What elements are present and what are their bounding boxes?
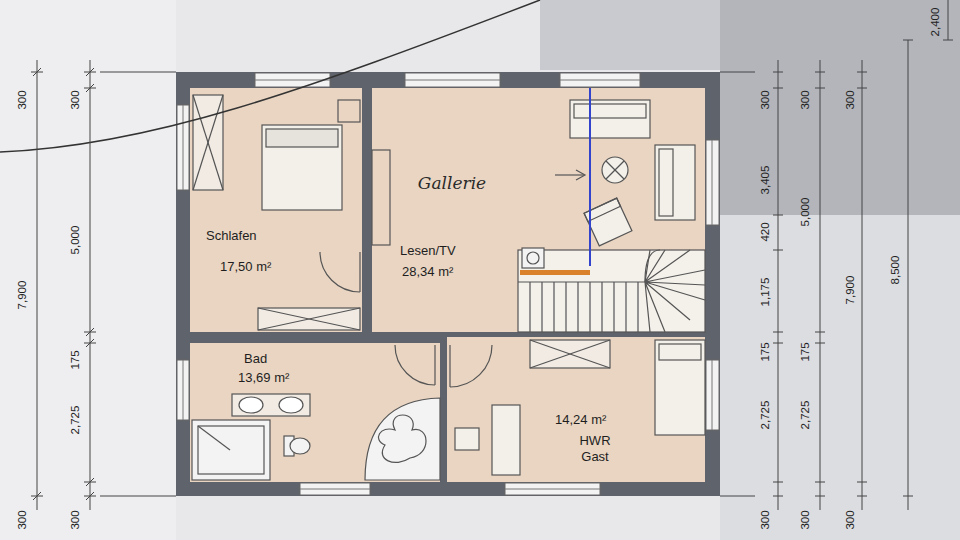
dimension: 420 bbox=[759, 222, 772, 241]
room: Bad 13,69 m² bbox=[190, 343, 440, 482]
room-name: Schlafen bbox=[206, 228, 257, 244]
dimension: 300 bbox=[759, 90, 772, 109]
room-area: 13,69 m² bbox=[238, 370, 289, 386]
dimension: 3,405 bbox=[759, 166, 772, 195]
dimension: 300 bbox=[844, 510, 857, 529]
dimension: 7,900 bbox=[16, 281, 29, 310]
dimension: 300 bbox=[799, 510, 812, 529]
room: Schlafen 17,50 m² bbox=[190, 88, 362, 332]
dimension: 5,000 bbox=[799, 198, 812, 227]
dimension: 300 bbox=[759, 510, 772, 529]
room-name: Lesen/TV bbox=[400, 243, 456, 259]
room-name: HWR Gast bbox=[571, 433, 619, 466]
dimension: 300 bbox=[799, 90, 812, 109]
room-name: Bad bbox=[244, 351, 267, 367]
room-area: 28,34 m² bbox=[402, 264, 453, 280]
handwritten-note: Gallerie bbox=[418, 174, 486, 193]
room-area: 14,24 m² bbox=[555, 412, 606, 428]
dimension: 300 bbox=[844, 90, 857, 109]
dimension: 175 bbox=[759, 342, 772, 361]
dimension: 2,400 bbox=[929, 8, 942, 37]
dimension: 175 bbox=[69, 350, 82, 369]
dimension: 5,000 bbox=[69, 226, 82, 255]
dimension: 2,725 bbox=[759, 401, 772, 430]
room: Lesen/TV 28,34 m² bbox=[372, 88, 705, 332]
dimension: 2,725 bbox=[69, 406, 82, 435]
room-area: 17,50 m² bbox=[220, 259, 271, 275]
dimension: 300 bbox=[16, 510, 29, 529]
dimension: 175 bbox=[799, 342, 812, 361]
dimension: 1,175 bbox=[759, 278, 772, 307]
dimension: 7,900 bbox=[844, 276, 857, 305]
dimension: 2,725 bbox=[799, 401, 812, 430]
dimension: 300 bbox=[69, 90, 82, 109]
dimension: 8,500 bbox=[889, 256, 902, 285]
dimension: 300 bbox=[16, 90, 29, 109]
dimension: 300 bbox=[69, 510, 82, 529]
room: 14,24 m² HWR Gast bbox=[447, 337, 705, 482]
